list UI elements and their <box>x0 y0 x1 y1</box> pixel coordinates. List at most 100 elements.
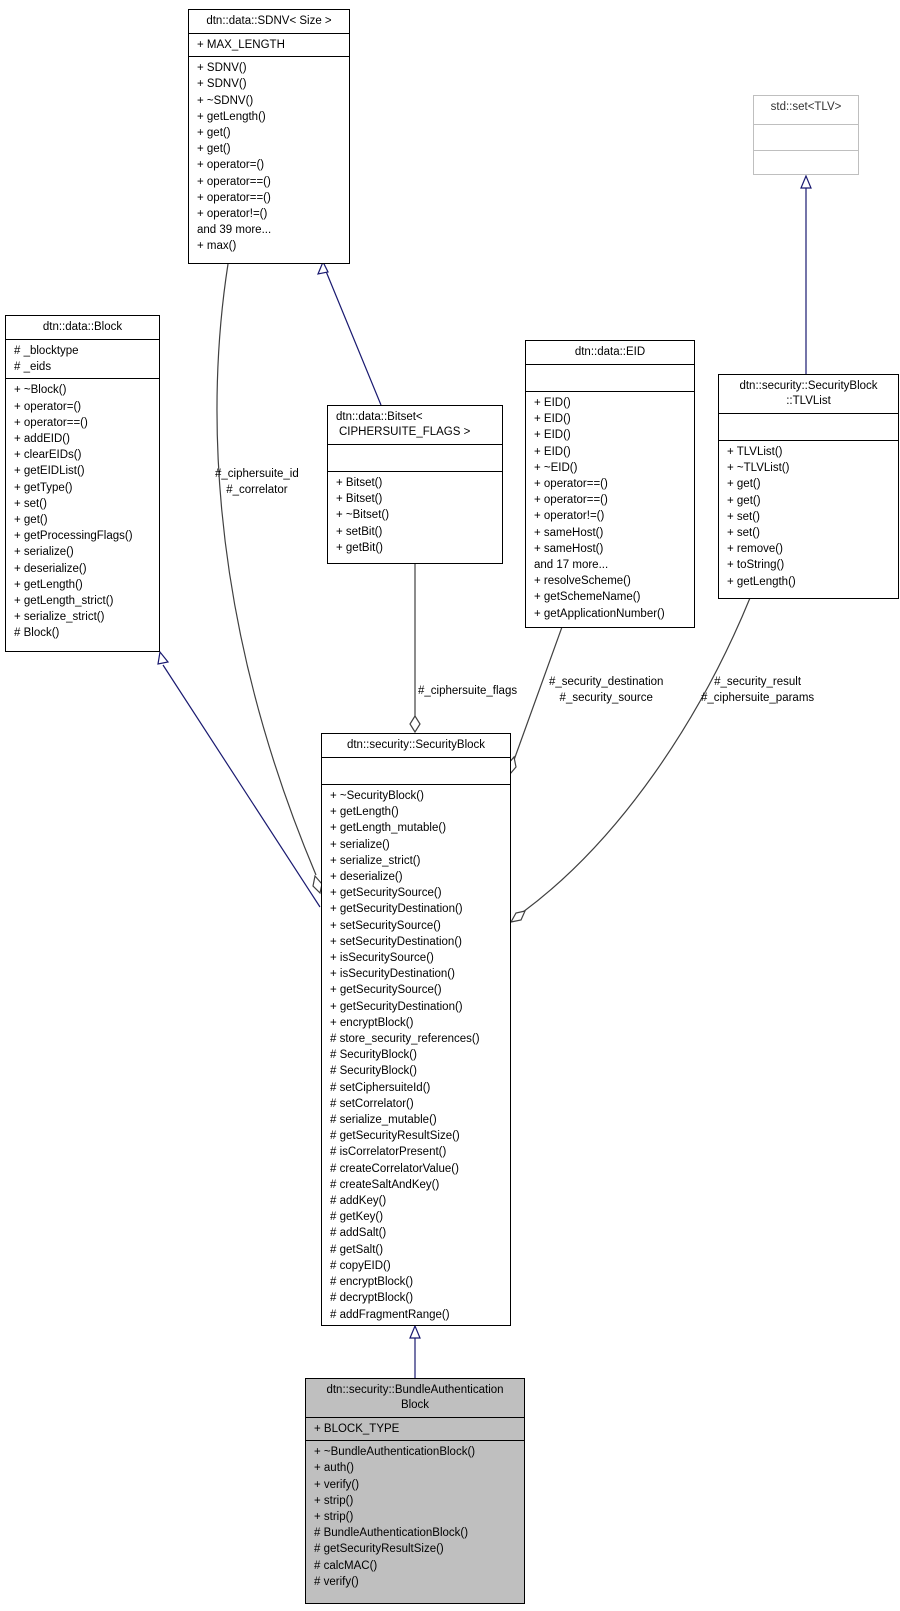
method[interactable]: # setCorrelator() <box>330 1097 414 1110</box>
method[interactable]: + set() <box>727 510 760 523</box>
method[interactable]: + setBit() <box>336 525 383 538</box>
method[interactable]: + isSecuritySource() <box>330 952 434 965</box>
method[interactable]: + sameHost() <box>534 526 604 539</box>
method[interactable]: + ~SecurityBlock() <box>330 790 424 802</box>
method[interactable]: + setSecuritySource() <box>330 919 441 932</box>
class-bitset[interactable]: dtn::data::Bitset<CIPHERSUITE_FLAGS > + … <box>327 405 503 564</box>
method[interactable]: + getSecurityDestination() <box>330 1000 463 1013</box>
method[interactable]: + operator=() <box>197 159 265 172</box>
method[interactable]: # isCorrelatorPresent() <box>330 1146 447 1159</box>
method[interactable]: + ~BundleAuthenticationBlock() <box>314 1446 476 1459</box>
method[interactable]: + ~EID() <box>534 461 578 474</box>
method[interactable]: + SDNV() <box>197 78 247 91</box>
method[interactable]: + operator==() <box>197 191 271 204</box>
method[interactable]: # SecurityBlock() <box>330 1049 417 1062</box>
method[interactable]: + get() <box>14 514 48 527</box>
method[interactable]: + EID() <box>534 397 571 409</box>
method[interactable]: # getSalt() <box>330 1243 384 1256</box>
method[interactable]: + EID() <box>534 429 571 442</box>
method[interactable]: + SDNV() <box>197 62 247 75</box>
method[interactable]: # addFragmentRange() <box>330 1308 450 1321</box>
method[interactable]: + remove() <box>727 543 783 556</box>
method[interactable]: # createCorrelatorValue() <box>330 1162 459 1175</box>
method[interactable]: # decryptBlock() <box>330 1292 414 1305</box>
method[interactable]: + ~TLVList() <box>727 462 790 475</box>
method[interactable]: + getLength() <box>14 578 83 591</box>
method[interactable]: + serialize() <box>330 838 390 851</box>
method[interactable]: # getKey() <box>330 1211 384 1224</box>
method[interactable]: + sameHost() <box>534 542 604 555</box>
method[interactable]: + get() <box>727 494 761 507</box>
method[interactable]: # BundleAuthenticationBlock() <box>314 1527 469 1540</box>
method[interactable]: # Block() <box>14 627 60 640</box>
method[interactable]: # calcMAC() <box>314 1559 378 1572</box>
method[interactable]: + setSecurityDestination() <box>330 935 462 948</box>
method[interactable]: + get() <box>197 143 231 156</box>
method[interactable]: + getLength_mutable() <box>330 822 447 835</box>
method[interactable]: + operator==() <box>197 175 271 188</box>
method[interactable]: + set() <box>14 497 47 510</box>
method[interactable]: + getLength() <box>727 575 796 588</box>
method[interactable]: # copyEID() <box>330 1259 391 1272</box>
method[interactable]: # serialize_mutable() <box>330 1114 437 1127</box>
method[interactable]: + getLength_strict() <box>14 595 114 608</box>
method[interactable]: # getSecurityResultSize() <box>330 1130 460 1143</box>
method[interactable]: + getSecuritySource() <box>330 887 442 900</box>
class-std-set-tlv[interactable]: std::set<TLV> <box>753 95 859 175</box>
method[interactable]: + getSecurityDestination() <box>330 903 463 916</box>
method[interactable]: + getBit() <box>336 541 383 554</box>
class-sdnv[interactable]: dtn::data::SDNV< Size > + MAX_LENGTH + S… <box>188 9 350 264</box>
class-block[interactable]: dtn::data::Block # _blocktype# _eids + ~… <box>5 315 160 652</box>
method[interactable]: # getSecurityResultSize() <box>314 1543 444 1556</box>
method[interactable]: + operator==() <box>534 494 608 507</box>
method[interactable]: # addSalt() <box>330 1227 387 1240</box>
method[interactable]: + operator==() <box>534 478 608 491</box>
method[interactable]: + get() <box>727 478 761 491</box>
method[interactable]: + getSecuritySource() <box>330 984 442 997</box>
method[interactable]: + verify() <box>314 1478 360 1491</box>
method[interactable]: + toString() <box>727 559 785 572</box>
method[interactable]: + getProcessingFlags() <box>14 530 133 543</box>
method[interactable]: + operator!=() <box>534 510 605 523</box>
method[interactable]: + serialize_strict() <box>14 611 105 624</box>
class-tlvlist[interactable]: dtn::security::SecurityBlock::TLVList + … <box>718 374 899 599</box>
method[interactable]: # setCiphersuiteId() <box>330 1081 431 1094</box>
method[interactable]: + operator!=() <box>197 208 268 221</box>
method[interactable]: and 39 more... <box>197 224 272 237</box>
method[interactable]: + deserialize() <box>14 562 87 575</box>
method[interactable]: # encryptBlock() <box>330 1276 414 1289</box>
class-security-block[interactable]: dtn::security::SecurityBlock + ~Security… <box>321 733 511 1326</box>
method[interactable]: + getType() <box>14 481 73 494</box>
method[interactable]: + max() <box>197 240 237 253</box>
method[interactable]: # createSaltAndKey() <box>330 1178 440 1191</box>
attribute[interactable]: # _blocktype <box>14 345 79 357</box>
method[interactable]: + getLength() <box>330 806 399 819</box>
method[interactable]: + get() <box>197 127 231 140</box>
method[interactable]: # store_security_references() <box>330 1033 480 1046</box>
method[interactable]: + getLength() <box>197 110 266 123</box>
method[interactable]: + addEID() <box>14 433 70 446</box>
method[interactable]: # SecurityBlock() <box>330 1065 417 1078</box>
method[interactable]: + serialize_strict() <box>330 854 421 867</box>
method[interactable]: + deserialize() <box>330 871 403 884</box>
method[interactable]: + operator=() <box>14 400 82 413</box>
method[interactable]: + auth() <box>314 1462 354 1475</box>
method[interactable]: # addKey() <box>330 1195 387 1208</box>
method[interactable]: + set() <box>727 527 760 540</box>
method[interactable]: + isSecurityDestination() <box>330 968 455 981</box>
method[interactable]: + Bitset() <box>336 477 383 489</box>
method[interactable]: + EID() <box>534 413 571 426</box>
method[interactable]: + getEIDList() <box>14 465 85 478</box>
method[interactable]: + getSchemeName() <box>534 591 641 604</box>
method[interactable]: + strip() <box>314 1494 354 1507</box>
method[interactable]: + ~Bitset() <box>336 509 390 522</box>
method[interactable]: + EID() <box>534 445 571 458</box>
method[interactable]: and 17 more... <box>534 559 609 572</box>
method[interactable]: + clearEIDs() <box>14 449 82 462</box>
method[interactable]: # verify() <box>314 1575 359 1588</box>
method[interactable]: + encryptBlock() <box>330 1016 414 1029</box>
method[interactable]: + resolveScheme() <box>534 575 631 588</box>
method[interactable]: + operator==() <box>14 416 88 429</box>
method[interactable]: + ~SDNV() <box>197 94 254 107</box>
